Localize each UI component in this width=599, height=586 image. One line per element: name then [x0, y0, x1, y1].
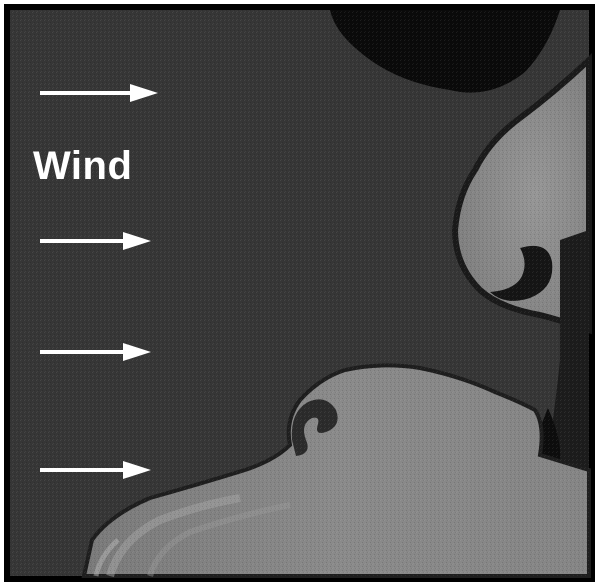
- wind-label: Wind: [33, 146, 132, 186]
